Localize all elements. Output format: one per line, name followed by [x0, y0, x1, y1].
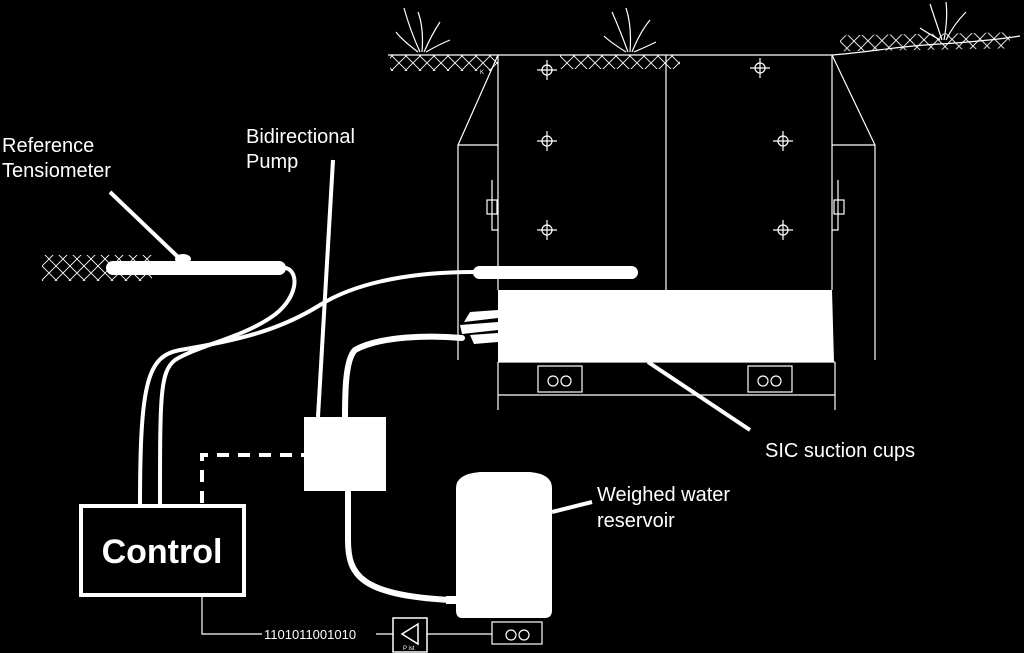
- amplifier-icon: P ist: [392, 617, 428, 653]
- lysimeter-vessel: K: [457, 54, 876, 410]
- sic-suction-cups-label: SIC suction cups: [765, 440, 915, 462]
- side-label: K: [480, 70, 484, 76]
- water-reservoir: [446, 472, 593, 645]
- ground-surface: [388, 32, 1021, 71]
- tubing: [138, 266, 475, 603]
- sic-pointer: [646, 360, 752, 432]
- amplifier-label: P ist: [403, 646, 415, 652]
- lysimeter-tensiometer: [473, 266, 638, 279]
- reference-tensiometer-label-line2: Tensiometer: [2, 160, 111, 182]
- pump-label-line2: Pump: [246, 151, 298, 173]
- bidirectional-pump: [304, 159, 386, 491]
- load-cell-icon: [537, 365, 793, 393]
- grass-icon: [395, 1, 967, 53]
- reservoir-label-line1: Weighed water: [597, 484, 730, 506]
- binary-signal: 1101011001010: [264, 627, 356, 642]
- reference-tensiometer: [106, 190, 286, 275]
- control-label: Control: [102, 533, 223, 571]
- pump-label-line1: Bidirectional: [246, 126, 355, 148]
- reservoir-scale-icon: [491, 621, 543, 645]
- control-unit: Control: [79, 504, 246, 597]
- signal-line: 1101011001010 P ist: [201, 595, 492, 653]
- reservoir-label-line2: reservoir: [597, 510, 675, 532]
- reference-tensiometer-label-line1: Reference: [2, 135, 94, 157]
- pump-control-line: [200, 453, 304, 503]
